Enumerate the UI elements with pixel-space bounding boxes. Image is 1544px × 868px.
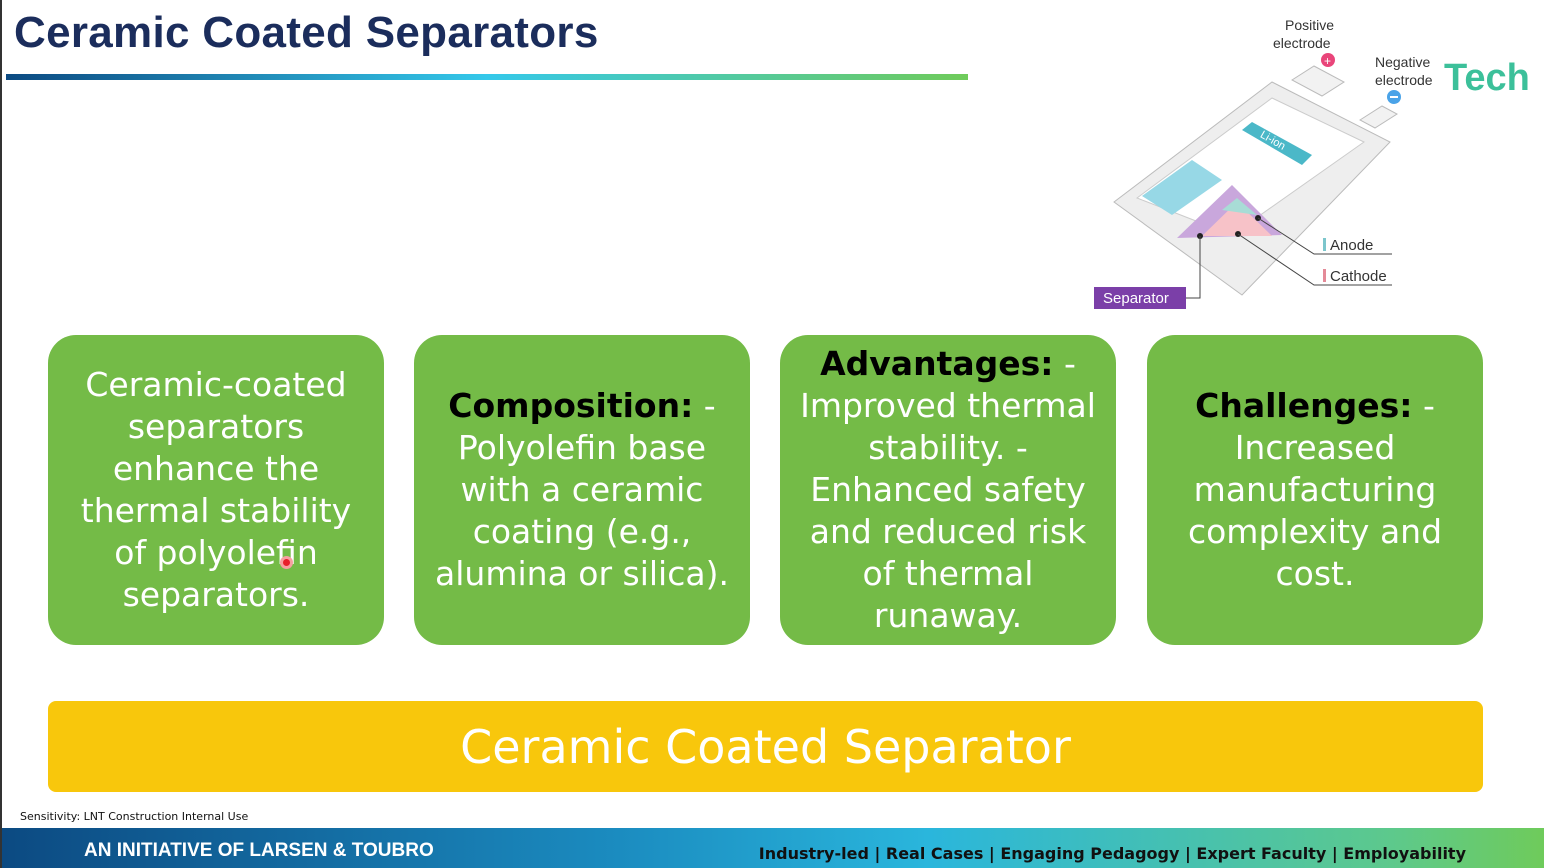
card-heading: Challenges:: [1195, 386, 1413, 425]
info-cards: Ceramic-coated separators enhance the th…: [48, 335, 1484, 645]
card-text: - Improved thermal stability. - Enhanced…: [800, 344, 1096, 635]
page-title: Ceramic Coated Separators: [14, 8, 599, 57]
negative-label-2: electrode: [1375, 72, 1433, 88]
title-underline: [6, 74, 968, 80]
footer-bar: AN INITIATIVE OF LARSEN & TOUBRO Industr…: [2, 828, 1544, 868]
card-text: Ceramic-coated separators enhance the th…: [80, 365, 352, 614]
tech-logo: Tech: [1444, 57, 1530, 99]
separator-label: Separator: [1103, 290, 1169, 307]
card-advantages: Advantages: - Improved thermal stability…: [780, 335, 1116, 645]
tagline: Industry-led | Real Cases | Engaging Ped…: [758, 844, 1466, 863]
card-text: - Polyolefin base with a ceramic coating…: [435, 386, 729, 593]
positive-label-2: electrode: [1273, 35, 1331, 51]
li-ion-cell-diagram: Li-ion Positive electrode + Negative ele…: [1094, 17, 1530, 309]
svg-text:+: +: [1324, 54, 1331, 68]
card-heading: Advantages:: [820, 344, 1054, 383]
cathode-label: Cathode: [1330, 268, 1387, 285]
positive-tab: [1291, 65, 1345, 97]
card-definition: Ceramic-coated separators enhance the th…: [48, 335, 384, 645]
pointer-cursor-icon: [280, 556, 293, 569]
summary-banner: Ceramic Coated Separator: [48, 701, 1483, 792]
sensitivity-label: Sensitivity: LNT Construction Internal U…: [20, 810, 249, 823]
card-challenges: Challenges: - Increased manufacturing co…: [1147, 335, 1483, 645]
plus-icon: [1321, 53, 1335, 67]
initiative-text: AN INITIATIVE OF LARSEN & TOUBRO: [84, 840, 434, 861]
positive-label: Positive: [1285, 17, 1334, 33]
negative-label: Negative: [1375, 54, 1430, 70]
card-heading: Composition:: [448, 386, 694, 425]
card-text: - Increased manufacturing complexity and…: [1187, 386, 1443, 593]
negative-tab: [1359, 105, 1398, 129]
card-composition: Composition: - Polyolefin base with a ce…: [414, 335, 750, 645]
anode-label: Anode: [1330, 237, 1373, 254]
